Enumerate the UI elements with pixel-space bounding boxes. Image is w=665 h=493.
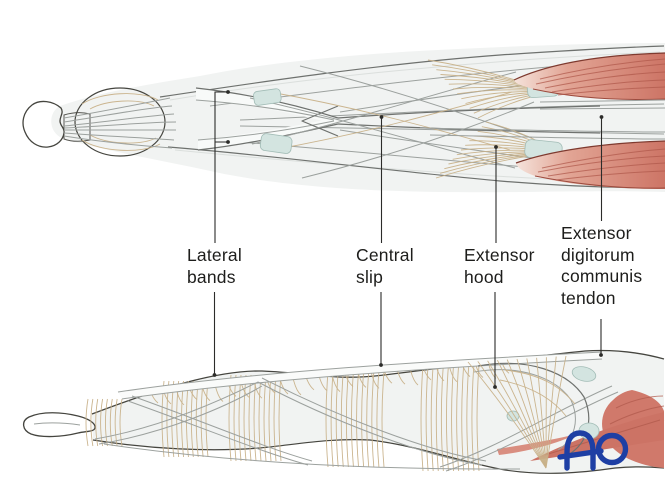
label-extensor-digitorum-communis-tendon: Extensor digitorum communis tendon (561, 223, 643, 308)
ao-foundation-logo (557, 430, 629, 471)
edc-tendon-band (419, 99, 665, 140)
fiber-line (90, 398, 94, 447)
leader-dot (599, 115, 604, 119)
leader-dot (494, 145, 498, 149)
fiber-line (95, 398, 99, 447)
fiber-line (430, 364, 434, 472)
fiber-line (114, 398, 118, 447)
fiber-line (330, 371, 334, 468)
ao-logo-crossbar (557, 448, 604, 460)
fiber-line (440, 364, 444, 472)
fiber-line (536, 357, 547, 469)
fiber-line (268, 374, 272, 462)
tendon-bands-lateral (94, 351, 603, 470)
leader-lines (212, 90, 604, 389)
leader-dot (212, 373, 217, 377)
fiber-line (361, 371, 365, 468)
muscle-mass-lateral (497, 390, 665, 468)
leader-dot (379, 363, 383, 367)
fiber-line (420, 364, 424, 472)
terminal-tendon-fibers (63, 97, 177, 149)
fiber-line (366, 371, 370, 468)
fiber-line (516, 358, 547, 469)
fiber-line (119, 398, 123, 447)
fiber-line (100, 398, 104, 447)
dorsal-view-illustration (22, 43, 665, 193)
fiber-line (506, 359, 547, 469)
ao-logo-letter-a (564, 430, 596, 471)
leader-dot (493, 385, 497, 389)
fiber-line (381, 371, 385, 468)
fiber-line (356, 371, 359, 468)
fiber-line (376, 371, 380, 468)
fiber-line (461, 364, 465, 472)
fiber-line (278, 374, 282, 462)
fiber-line (545, 355, 567, 469)
hood-fan-fibers-lateral (467, 355, 567, 469)
fiber-line (467, 361, 547, 469)
fiber-line (435, 364, 439, 472)
label-extensor-hood: Extensor hood (464, 245, 535, 287)
leader-dot (599, 353, 603, 357)
leader-lateral-bands (212, 90, 230, 377)
fiber-line (477, 361, 547, 469)
label-lateral-bands: Lateral bands (187, 245, 242, 287)
fiber-line (487, 360, 547, 469)
fiber-line (263, 374, 267, 462)
fiber-line (85, 398, 89, 447)
leader-extensor-hood (493, 145, 498, 389)
leader-dot (226, 140, 230, 144)
leader-dot (226, 90, 230, 94)
leader-central-slip (379, 115, 384, 367)
lateral-view-illustration (22, 349, 665, 474)
leader-edc-tendon (599, 115, 604, 357)
fiber-line (471, 364, 475, 472)
fiber-line (466, 364, 470, 472)
ao-logo-letter-o (595, 432, 629, 466)
fiber-line (104, 398, 108, 447)
leader-dot (379, 115, 384, 119)
fiber-line (273, 374, 277, 462)
fiber-line (496, 359, 547, 469)
oblique-crossing-fibers (249, 65, 535, 179)
fiber-line (340, 371, 344, 468)
distal-phalanx-lateral (22, 412, 96, 438)
fiber-line (371, 371, 375, 468)
distal-phalanx-dorsal (22, 100, 65, 148)
fiber-line (446, 364, 449, 472)
fiber-line (526, 358, 547, 469)
fiber-line (545, 356, 557, 469)
label-central-slip: Central slip (356, 245, 414, 287)
fiber-line (325, 371, 329, 468)
edc-muscle-bellies (513, 52, 665, 189)
fiber-line (345, 371, 349, 468)
